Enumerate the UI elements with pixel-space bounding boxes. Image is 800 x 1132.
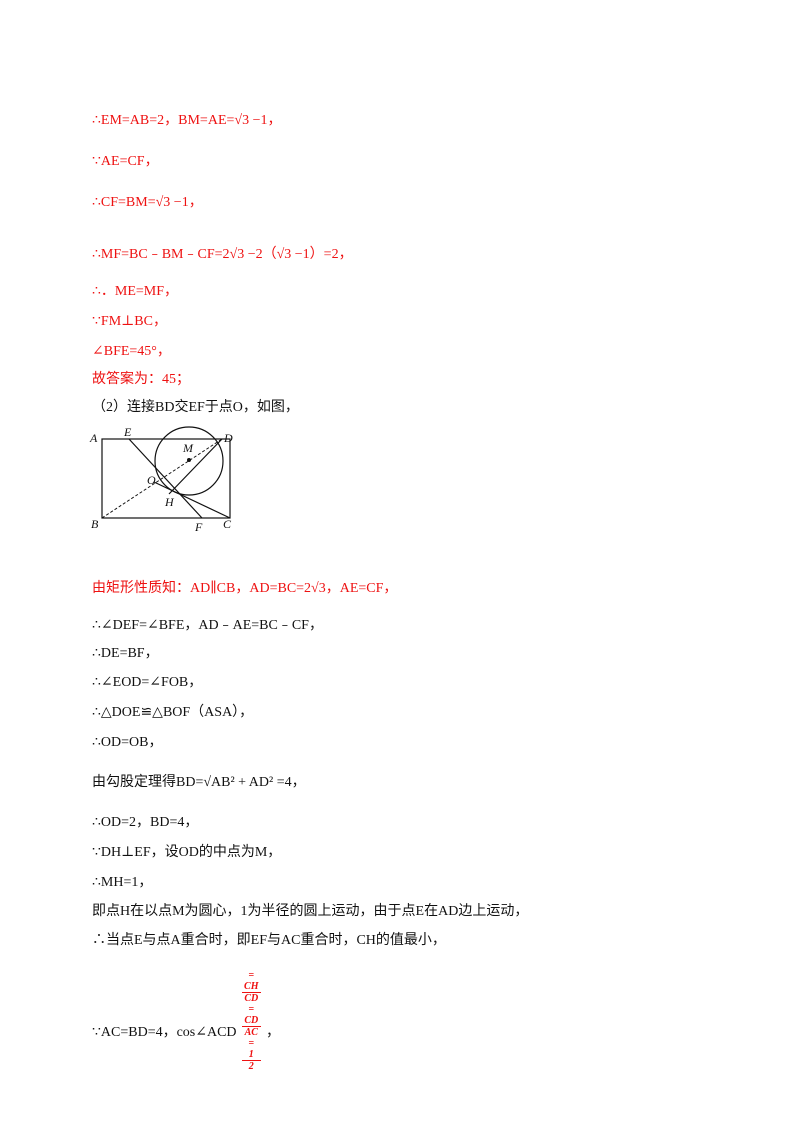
line-13: ∴∠EOD=∠FOB， xyxy=(92,675,203,690)
cos-prefix: ∵AC=BD=4，cos∠ACD xyxy=(92,1025,237,1041)
line-15: ∴OD=OB， xyxy=(92,735,163,750)
fraction-3-numerator: 1 xyxy=(242,1049,261,1061)
line-8: 故答案为：45； xyxy=(92,372,190,387)
line-2: ∵AE=CF， xyxy=(92,154,159,169)
line-17: ∴OD=2，BD=4， xyxy=(92,815,199,830)
equals-sign-2: = xyxy=(248,1004,255,1015)
line-18: ∵DH⊥EF，设OD的中点为M， xyxy=(92,845,282,860)
label-b: B xyxy=(91,517,99,531)
segment-ef xyxy=(128,438,203,519)
line-14: ∴△DOE≌△BOF（ASA）， xyxy=(92,705,254,720)
label-h: H xyxy=(164,495,175,509)
label-m: M xyxy=(182,441,194,455)
line-6: ∵FM⊥BC， xyxy=(92,314,167,329)
segment-bd xyxy=(101,438,223,519)
line-21: ∴当点E与点A重合时，即EF与AC重合时，CH的值最小， xyxy=(92,933,446,948)
fraction-1-denominator: CD xyxy=(244,993,259,1004)
geometry-figure: A E M D O H B F C xyxy=(89,425,233,534)
fraction-group: = CH CD = CD AC = 1 2 xyxy=(241,970,261,1072)
circle-m xyxy=(154,426,224,496)
rectangle-abcd xyxy=(101,438,231,519)
fraction-2-numerator: CD xyxy=(242,1015,261,1027)
line-10: 由矩形性质知：AD∥CB，AD=BC=2√3，AE=CF， xyxy=(92,581,398,596)
cos-suffix: ， xyxy=(266,1025,280,1041)
segment-dh xyxy=(168,438,223,495)
fraction-2-denominator: AC xyxy=(244,1027,258,1038)
label-f: F xyxy=(194,520,203,534)
line-19: ∴MH=1， xyxy=(92,875,153,890)
fraction-3-denominator: 2 xyxy=(248,1061,254,1072)
fraction-ch-cd: CH CD xyxy=(242,981,261,1004)
fraction-1-numerator: CH xyxy=(242,981,261,993)
line-5: ∴．ME=MF， xyxy=(92,284,179,299)
label-d: D xyxy=(223,431,233,445)
line-4: ∴MF=BC﹣BM﹣CF=2√3 −2（√3 −1）=2， xyxy=(92,247,353,262)
equals-sign-3: = xyxy=(248,1038,255,1049)
line-20: 即点H在以点M为圆心，1为半径的圆上运动，由于点E在AD边上运动， xyxy=(92,904,529,919)
equals-sign-1: = xyxy=(248,970,255,981)
label-e: E xyxy=(123,425,132,439)
point-m xyxy=(187,458,191,462)
label-o: O xyxy=(147,473,156,487)
fraction-one-half: 1 2 xyxy=(242,1049,261,1072)
line-16: 由勾股定理得BD=√AB² + AD² =4， xyxy=(92,775,306,790)
line-7: ∠BFE=45°， xyxy=(92,344,171,359)
label-c: C xyxy=(223,517,232,531)
segment-hc xyxy=(153,481,231,519)
line-22: ∵AC=BD=4，cos∠ACD = CH CD = CD AC = 1 2 ， xyxy=(92,970,280,1084)
line-3: ∴CF=BM=√3 −1， xyxy=(92,195,203,210)
line-11: ∴∠DEF=∠BFE，AD﹣AE=BC﹣CF， xyxy=(92,618,323,633)
line-9: （2）连接BD交EF于点O，如图， xyxy=(92,400,299,415)
fraction-cd-ac: CD AC xyxy=(242,1015,261,1038)
line-12: ∴DE=BF， xyxy=(92,646,159,661)
line-1: ∴EM=AB=2，BM=AE=√3 −1， xyxy=(92,113,282,128)
label-a: A xyxy=(89,431,98,445)
